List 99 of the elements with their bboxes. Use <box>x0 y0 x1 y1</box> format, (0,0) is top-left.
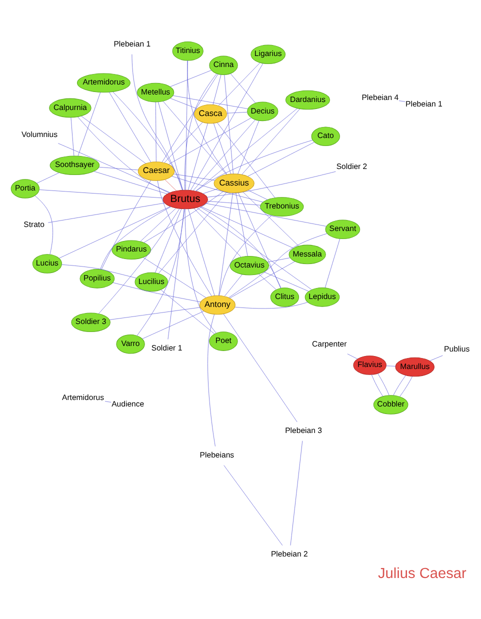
connector <box>290 440 302 546</box>
connector <box>168 117 251 164</box>
connector <box>77 92 100 156</box>
connector <box>104 400 111 402</box>
connector <box>131 54 182 190</box>
connector <box>193 208 241 257</box>
connector <box>346 353 358 359</box>
connector <box>158 191 226 274</box>
connector <box>136 208 184 336</box>
connector <box>184 60 188 190</box>
connector <box>202 188 218 194</box>
connector <box>398 100 405 102</box>
connector <box>164 178 176 191</box>
connector <box>77 116 169 193</box>
node-ellipse: Casca <box>194 104 226 124</box>
connector <box>226 111 247 113</box>
connector <box>93 170 167 194</box>
connector <box>98 208 180 314</box>
connector <box>196 206 312 290</box>
connector <box>156 180 212 296</box>
connector <box>172 173 215 180</box>
connector <box>154 208 182 273</box>
connector <box>229 260 295 298</box>
connector <box>98 166 138 170</box>
connector <box>263 271 308 292</box>
connector <box>80 115 146 164</box>
connector <box>38 189 163 198</box>
connector <box>235 192 248 256</box>
connector <box>184 208 216 333</box>
connector <box>237 120 259 174</box>
connector <box>266 257 290 262</box>
connector <box>213 122 231 174</box>
connector <box>188 208 214 296</box>
connector <box>429 354 442 361</box>
connector <box>36 172 59 183</box>
connector <box>199 206 281 288</box>
connector <box>195 108 298 191</box>
node-ellipse: Cassius <box>213 173 254 192</box>
connector <box>218 192 232 296</box>
connector <box>392 374 406 396</box>
connector <box>258 273 276 290</box>
connector <box>224 74 233 174</box>
connector <box>200 206 294 248</box>
connector <box>187 122 208 190</box>
connector <box>224 274 242 296</box>
connector <box>207 314 215 446</box>
connector <box>34 195 53 254</box>
connector <box>142 310 204 339</box>
connector <box>247 190 268 200</box>
connector <box>230 72 256 103</box>
connector <box>218 62 260 106</box>
connector <box>47 202 164 222</box>
connector <box>167 208 184 340</box>
connector <box>164 122 202 163</box>
connector <box>242 191 298 246</box>
connector <box>112 282 200 302</box>
connector <box>157 101 182 190</box>
connector <box>216 122 275 198</box>
connector <box>218 214 272 296</box>
connector <box>370 374 383 396</box>
connector <box>205 202 326 226</box>
connector <box>100 206 171 270</box>
connector <box>377 372 389 396</box>
connector <box>170 70 212 86</box>
node-ellipse: Caesar <box>137 161 174 180</box>
connector <box>184 73 216 190</box>
connector <box>238 192 280 288</box>
node-ellipse: Brutus <box>162 189 208 209</box>
connector <box>192 119 255 190</box>
connector <box>160 289 214 334</box>
node-ellipse: Antony <box>198 294 235 314</box>
connector <box>70 116 74 156</box>
connector <box>172 94 248 108</box>
connector <box>143 190 224 242</box>
connector <box>108 306 200 320</box>
connector <box>234 302 308 308</box>
connector <box>223 464 282 546</box>
connector <box>206 170 336 197</box>
connector <box>241 108 300 174</box>
connector <box>112 91 182 190</box>
connector <box>161 73 218 162</box>
connector <box>171 176 263 202</box>
connector <box>212 74 221 104</box>
connector <box>195 139 312 191</box>
connector <box>170 98 197 108</box>
connector <box>154 101 156 162</box>
connector <box>399 376 412 396</box>
connector <box>324 238 340 288</box>
connector <box>222 313 297 422</box>
diagram-title: Julius Caesar <box>378 566 466 582</box>
connector <box>206 200 260 205</box>
connector <box>190 62 263 190</box>
connector <box>247 141 314 176</box>
connector <box>57 142 170 192</box>
connector <box>108 91 151 162</box>
connector <box>142 256 206 298</box>
connector <box>385 365 396 366</box>
connector <box>140 208 176 242</box>
connector <box>60 264 136 278</box>
